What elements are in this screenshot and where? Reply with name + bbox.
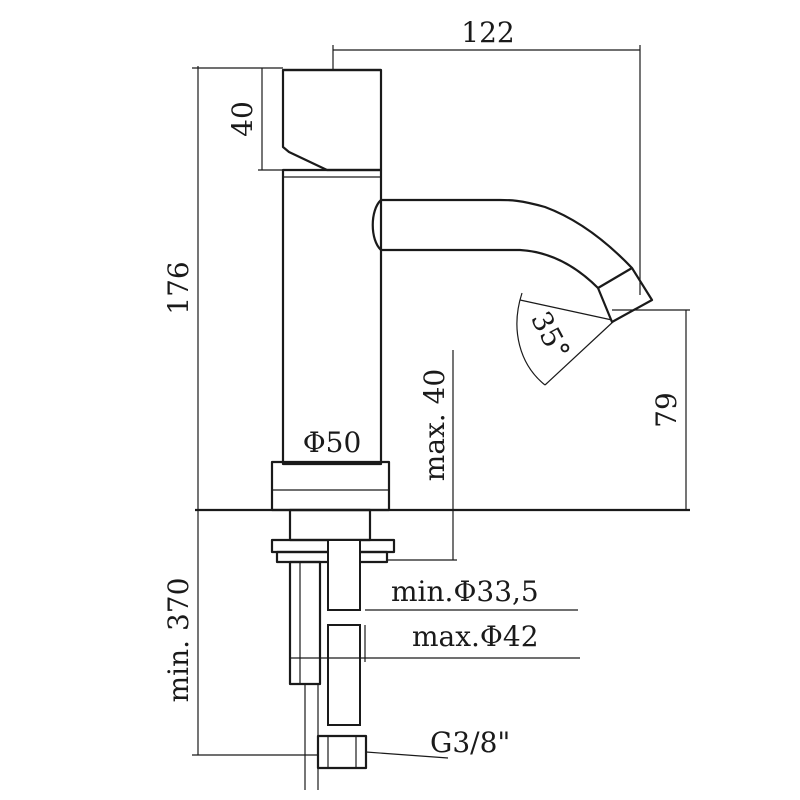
- hose-connector: [316, 734, 368, 770]
- handle: [281, 68, 383, 172]
- dim-35-ray-2: [519, 299, 613, 321]
- dimension-lines: [192, 45, 690, 759]
- label-spout-angle: 35°: [524, 306, 576, 365]
- column: [281, 168, 383, 466]
- label-outlet-height: 79: [650, 392, 683, 428]
- dim-35-ray: [544, 319, 616, 386]
- hose-upper: [327, 539, 361, 611]
- fixing-rod: [288, 560, 322, 686]
- g38-leader: [365, 751, 449, 759]
- label-thread: G3/8": [430, 726, 510, 759]
- label-body-diameter: Φ50: [303, 426, 362, 459]
- threaded-shank: [288, 508, 372, 542]
- spout: [371, 198, 654, 324]
- hose-lower: [327, 624, 361, 726]
- label-max-hole: max.Φ42: [412, 620, 539, 653]
- label-handle-height: 40: [226, 101, 259, 137]
- label-max-deck: max. 40: [418, 369, 451, 481]
- dimension-labels: 122 40 176 35° 79 max. 40 Φ50 min.Φ33,5 …: [162, 16, 683, 759]
- under-deck-parts: [195, 508, 690, 790]
- label-spout-reach: 122: [461, 16, 514, 49]
- base-flange: [270, 460, 391, 512]
- label-min-hose: min. 370: [162, 578, 195, 703]
- label-min-hole: min.Φ33,5: [391, 575, 539, 608]
- label-overall-height: 176: [162, 261, 195, 314]
- dim-35-arc: [516, 292, 546, 386]
- aerator-line: [597, 267, 633, 289]
